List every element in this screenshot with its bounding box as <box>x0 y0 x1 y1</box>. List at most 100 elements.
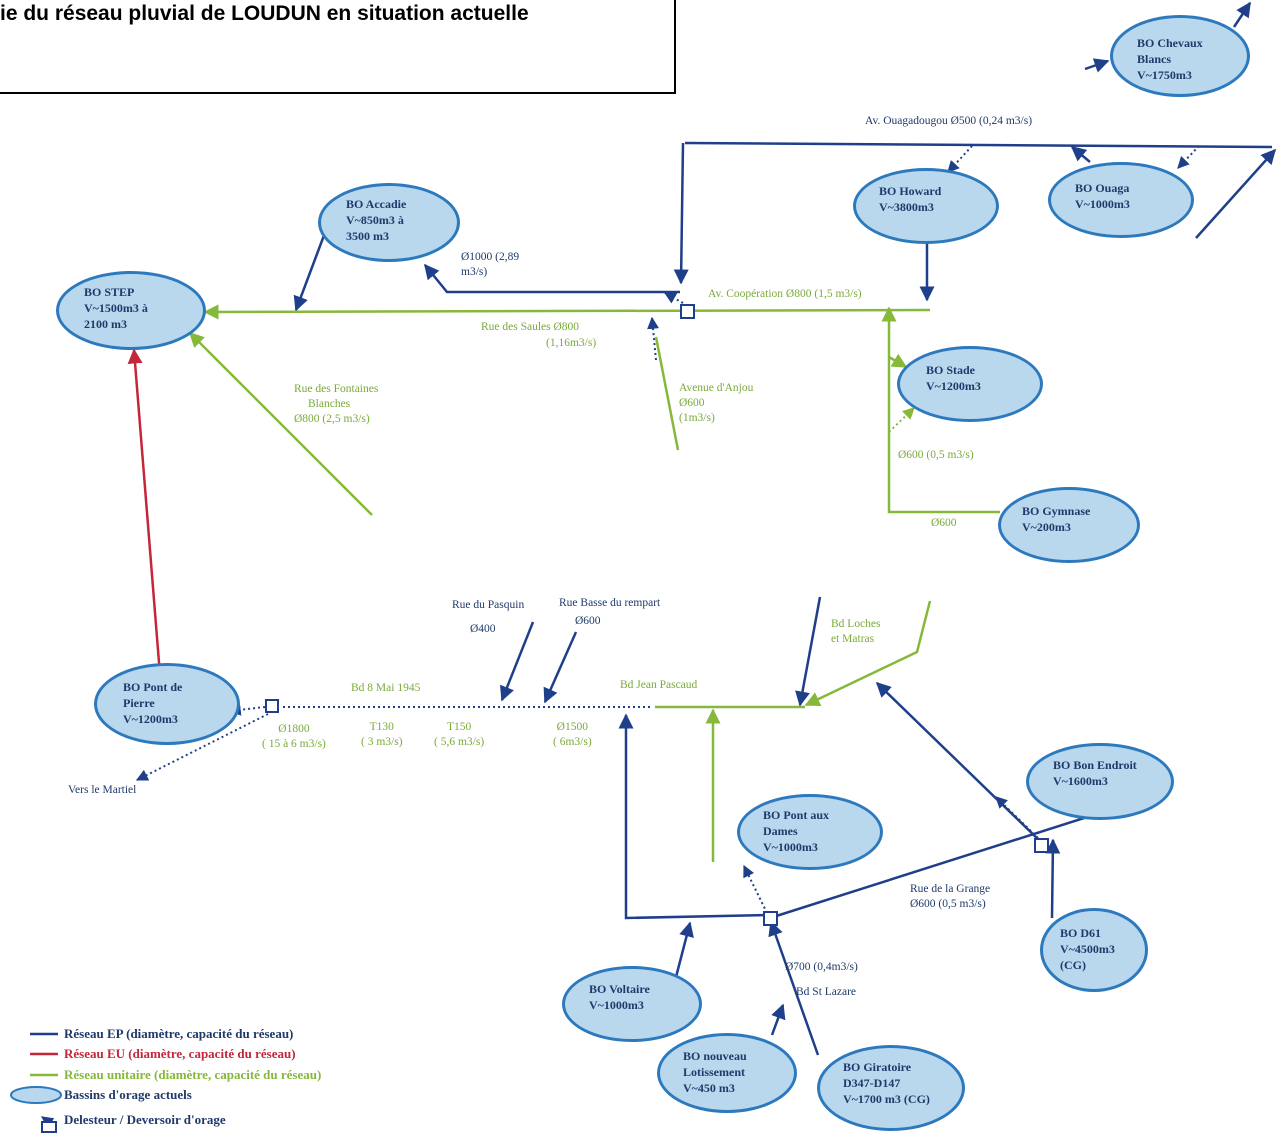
ep-lotissement-up <box>770 1003 786 1036</box>
ep-basse-rempart <box>543 631 578 704</box>
label-o700: Ø700 (0,4m3/s) <box>785 961 858 973</box>
delestors <box>265 304 1049 926</box>
label-t150: T150( 5,6 m3/s) <box>434 721 485 748</box>
ep-right-diagonal <box>1195 148 1277 239</box>
ep-loches-blue <box>795 596 822 707</box>
basin-accadie[interactable] <box>318 183 460 262</box>
label-bd8mai: Bd 8 Mai 1945 <box>351 682 421 694</box>
ep-dotted-south <box>135 703 1039 914</box>
ep-ouagadougou-main <box>684 141 1273 149</box>
unit-cooperation-saules <box>203 304 931 320</box>
legend-basin-icon <box>10 1086 62 1104</box>
basin-voltaire[interactable] <box>562 966 702 1042</box>
delestor-bd8mai <box>265 699 279 713</box>
basin-howard[interactable] <box>853 168 999 244</box>
ep-dotted-north <box>647 145 1200 361</box>
basin-step[interactable] <box>56 271 206 350</box>
legend-unitaire: Réseau unitaire (diamètre, capacité du r… <box>64 1067 322 1082</box>
legend-delesteur: Delesteur / Deversoir d'orage <box>64 1112 226 1127</box>
ep-voltaire-loop <box>618 713 771 920</box>
ep-d61-up <box>1045 838 1061 919</box>
ep-bon-endroit-up <box>875 681 1043 844</box>
label-martiel: Vers le Martiel <box>68 784 137 796</box>
unit-fontaines <box>188 331 373 516</box>
overflow-stade <box>888 407 915 433</box>
basin-stade[interactable] <box>897 346 1043 422</box>
basin-bon-endroit[interactable] <box>1026 743 1174 820</box>
basin-pont-de-pierre[interactable] <box>94 663 240 745</box>
basin-giratoire[interactable] <box>817 1045 965 1131</box>
ep-1000-to-accadie <box>424 263 680 294</box>
unit-network-south <box>655 600 932 862</box>
label-ouagadougou: Av. Ouagadougou Ø500 (0,24 m3/s) <box>865 115 1033 127</box>
label-saules-flow: (1,16m3/s) <box>546 337 597 349</box>
overflow-pont-dames <box>743 864 768 914</box>
legend-symbols <box>10 1032 62 1133</box>
legend-eu: Réseau EU (diamètre, capacité du réseau) <box>64 1046 296 1061</box>
basin-ouaga[interactable] <box>1048 162 1194 238</box>
title-box: ie du réseau pluvial de LOUDUN en situat… <box>0 0 676 94</box>
overflow-cooperation <box>663 292 684 304</box>
ep-giratoire-up <box>768 920 820 1056</box>
label-pasquin: Rue du Pasquin <box>452 599 525 611</box>
legend-ep: Réseau EP (diamètre, capacité du réseau) <box>64 1026 294 1041</box>
unit-anjou <box>654 336 680 451</box>
basin-chevaux-blancs[interactable] <box>1110 15 1250 97</box>
delestor-grange <box>763 911 778 926</box>
ep-ouaga-to-main <box>1070 146 1091 163</box>
basin-pont-aux-dames[interactable] <box>737 794 883 870</box>
label-t130: T130( 3 m3/s) <box>361 721 403 748</box>
label-o1500: Ø1500( 6m3/s) <box>553 721 592 748</box>
ep-voltaire-up <box>674 921 694 978</box>
unit-dotted-north <box>888 407 915 433</box>
unitaire-network-north <box>188 304 1000 516</box>
overflow-anjou <box>647 316 659 361</box>
label-o600-gymnase: Ø600 <box>931 517 957 529</box>
diagram-title: ie du réseau pluvial de LOUDUN en situat… <box>0 2 529 25</box>
label-o600-basse: Ø600 <box>575 615 601 627</box>
unit-gymnase-line <box>881 306 1000 514</box>
label-o600-stade: Ø600 (0,5 m3/s) <box>898 449 974 461</box>
basin-gymnase[interactable] <box>998 487 1140 563</box>
ep-pasquin <box>500 621 535 702</box>
label-cooperation: Av. Coopération Ø800 (1,5 m3/s) <box>708 288 862 300</box>
legend-delestor-icon <box>41 1121 57 1133</box>
basin-d61[interactable] <box>1040 908 1148 992</box>
label-saules: Rue des Saules Ø800 <box>481 321 580 333</box>
ep-network-north <box>293 1 1277 312</box>
ep-chevaux-in <box>1084 58 1110 73</box>
overflow-pont-pierre <box>228 703 266 716</box>
ep-chevaux-out <box>1232 1 1252 28</box>
overflow-howard <box>947 145 973 173</box>
label-pascaud: Bd Jean Pascaud <box>620 679 698 691</box>
delestor-bon-endroit <box>1034 838 1049 853</box>
label-lazare: Bd St Lazare <box>796 986 857 998</box>
unit-loches-matras <box>804 600 932 707</box>
label-o400: Ø400 <box>470 623 496 635</box>
overflow-ouaga <box>1177 145 1200 169</box>
ep-accadie-to-step <box>293 229 328 312</box>
basin-nouveau-lotissement[interactable] <box>657 1033 797 1113</box>
ep-ouagadougou-down <box>673 142 689 285</box>
legend-bassins: Bassins d'orage actuels <box>64 1087 192 1102</box>
delestor-cooperation <box>680 304 695 319</box>
